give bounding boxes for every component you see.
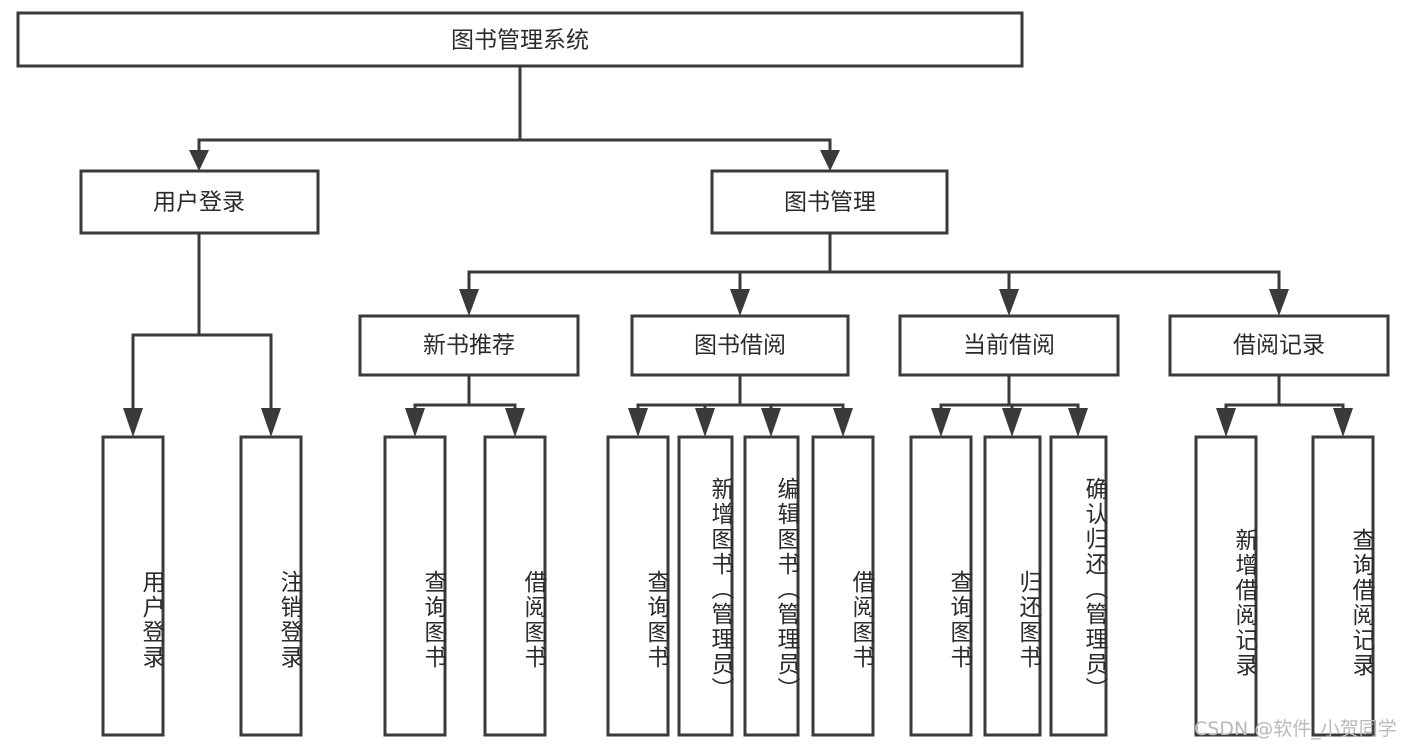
node-leaf-user-login[interactable] xyxy=(101,435,165,737)
node-leaf-query-book-1[interactable] xyxy=(383,435,447,737)
node-book-manage[interactable] xyxy=(710,169,949,235)
arrow-to-leaf-confirm-return xyxy=(1068,408,1088,437)
node-leaf-add-book[interactable] xyxy=(677,435,734,737)
arrow-to-leaf-query-book-1 xyxy=(405,408,425,437)
arrow-to-leaf-user-login xyxy=(123,408,143,437)
arrow-to-leaf-query-record xyxy=(1333,408,1353,437)
arrow-root-to-user-login xyxy=(189,150,209,171)
node-current-borrow-label: 当前借阅 xyxy=(963,333,1055,359)
arrow-to-new-book-rec xyxy=(459,289,479,316)
connector-group-book-manage xyxy=(459,231,1289,316)
node-user-login[interactable] xyxy=(79,169,320,235)
connector-group-root xyxy=(189,64,840,171)
node-leaf-add-record[interactable] xyxy=(1194,435,1258,737)
node-leaf-borrow-book-2[interactable] xyxy=(811,435,875,737)
arrow-to-leaf-logout xyxy=(261,408,281,437)
arrow-to-leaf-query-book-2 xyxy=(628,408,648,437)
node-new-book-rec-label: 新书推荐 xyxy=(423,333,515,359)
node-leaf-return-book[interactable] xyxy=(983,435,1042,737)
csdn-watermark: CSDN @软件_小贺同学 xyxy=(1194,718,1397,740)
connector-group-new-book-rec xyxy=(405,373,525,437)
node-leaf-edit-book[interactable] xyxy=(743,435,800,737)
connector-group-borrow-record xyxy=(1216,373,1353,437)
node-user-login-label: 用户登录 xyxy=(153,190,245,216)
node-book-borrow[interactable] xyxy=(630,314,850,377)
node-leaf-borrow-book-1[interactable] xyxy=(483,435,547,737)
node-leaf-query-book-2[interactable] xyxy=(606,435,670,737)
connector-group-current-borrow xyxy=(931,373,1088,437)
node-book-borrow-label: 图书借阅 xyxy=(694,333,786,359)
node-borrow-record-label: 借阅记录 xyxy=(1233,333,1325,359)
node-leaf-confirm-return[interactable] xyxy=(1049,435,1108,737)
node-root[interactable] xyxy=(16,11,1024,68)
arrow-to-leaf-return-book xyxy=(1002,408,1022,437)
node-leaf-query-book-3[interactable] xyxy=(909,435,973,737)
arrow-to-leaf-borrow-book-2 xyxy=(833,408,853,437)
node-leaf-query-record[interactable] xyxy=(1311,435,1375,737)
arrow-root-to-book-manage xyxy=(820,150,840,171)
arrow-to-leaf-edit-book xyxy=(761,408,781,437)
arrow-to-current-borrow xyxy=(999,289,1019,316)
connector-group-user-login xyxy=(123,231,281,437)
node-borrow-record[interactable] xyxy=(1168,314,1390,377)
node-root-label: 图书管理系统 xyxy=(451,28,589,54)
arrow-to-borrow-record xyxy=(1269,289,1289,316)
arrow-to-book-borrow xyxy=(730,289,750,316)
node-book-manage-label: 图书管理 xyxy=(784,190,876,216)
arrow-to-leaf-add-record xyxy=(1216,408,1236,437)
node-new-book-rec[interactable] xyxy=(358,314,580,377)
node-leaf-logout[interactable] xyxy=(239,435,303,737)
connector-group-book-borrow xyxy=(628,373,853,437)
node-current-borrow[interactable] xyxy=(898,314,1120,377)
arrow-to-leaf-add-book xyxy=(695,408,715,437)
arrow-to-leaf-borrow-book-1 xyxy=(505,408,525,437)
arrow-to-leaf-query-book-3 xyxy=(931,408,951,437)
